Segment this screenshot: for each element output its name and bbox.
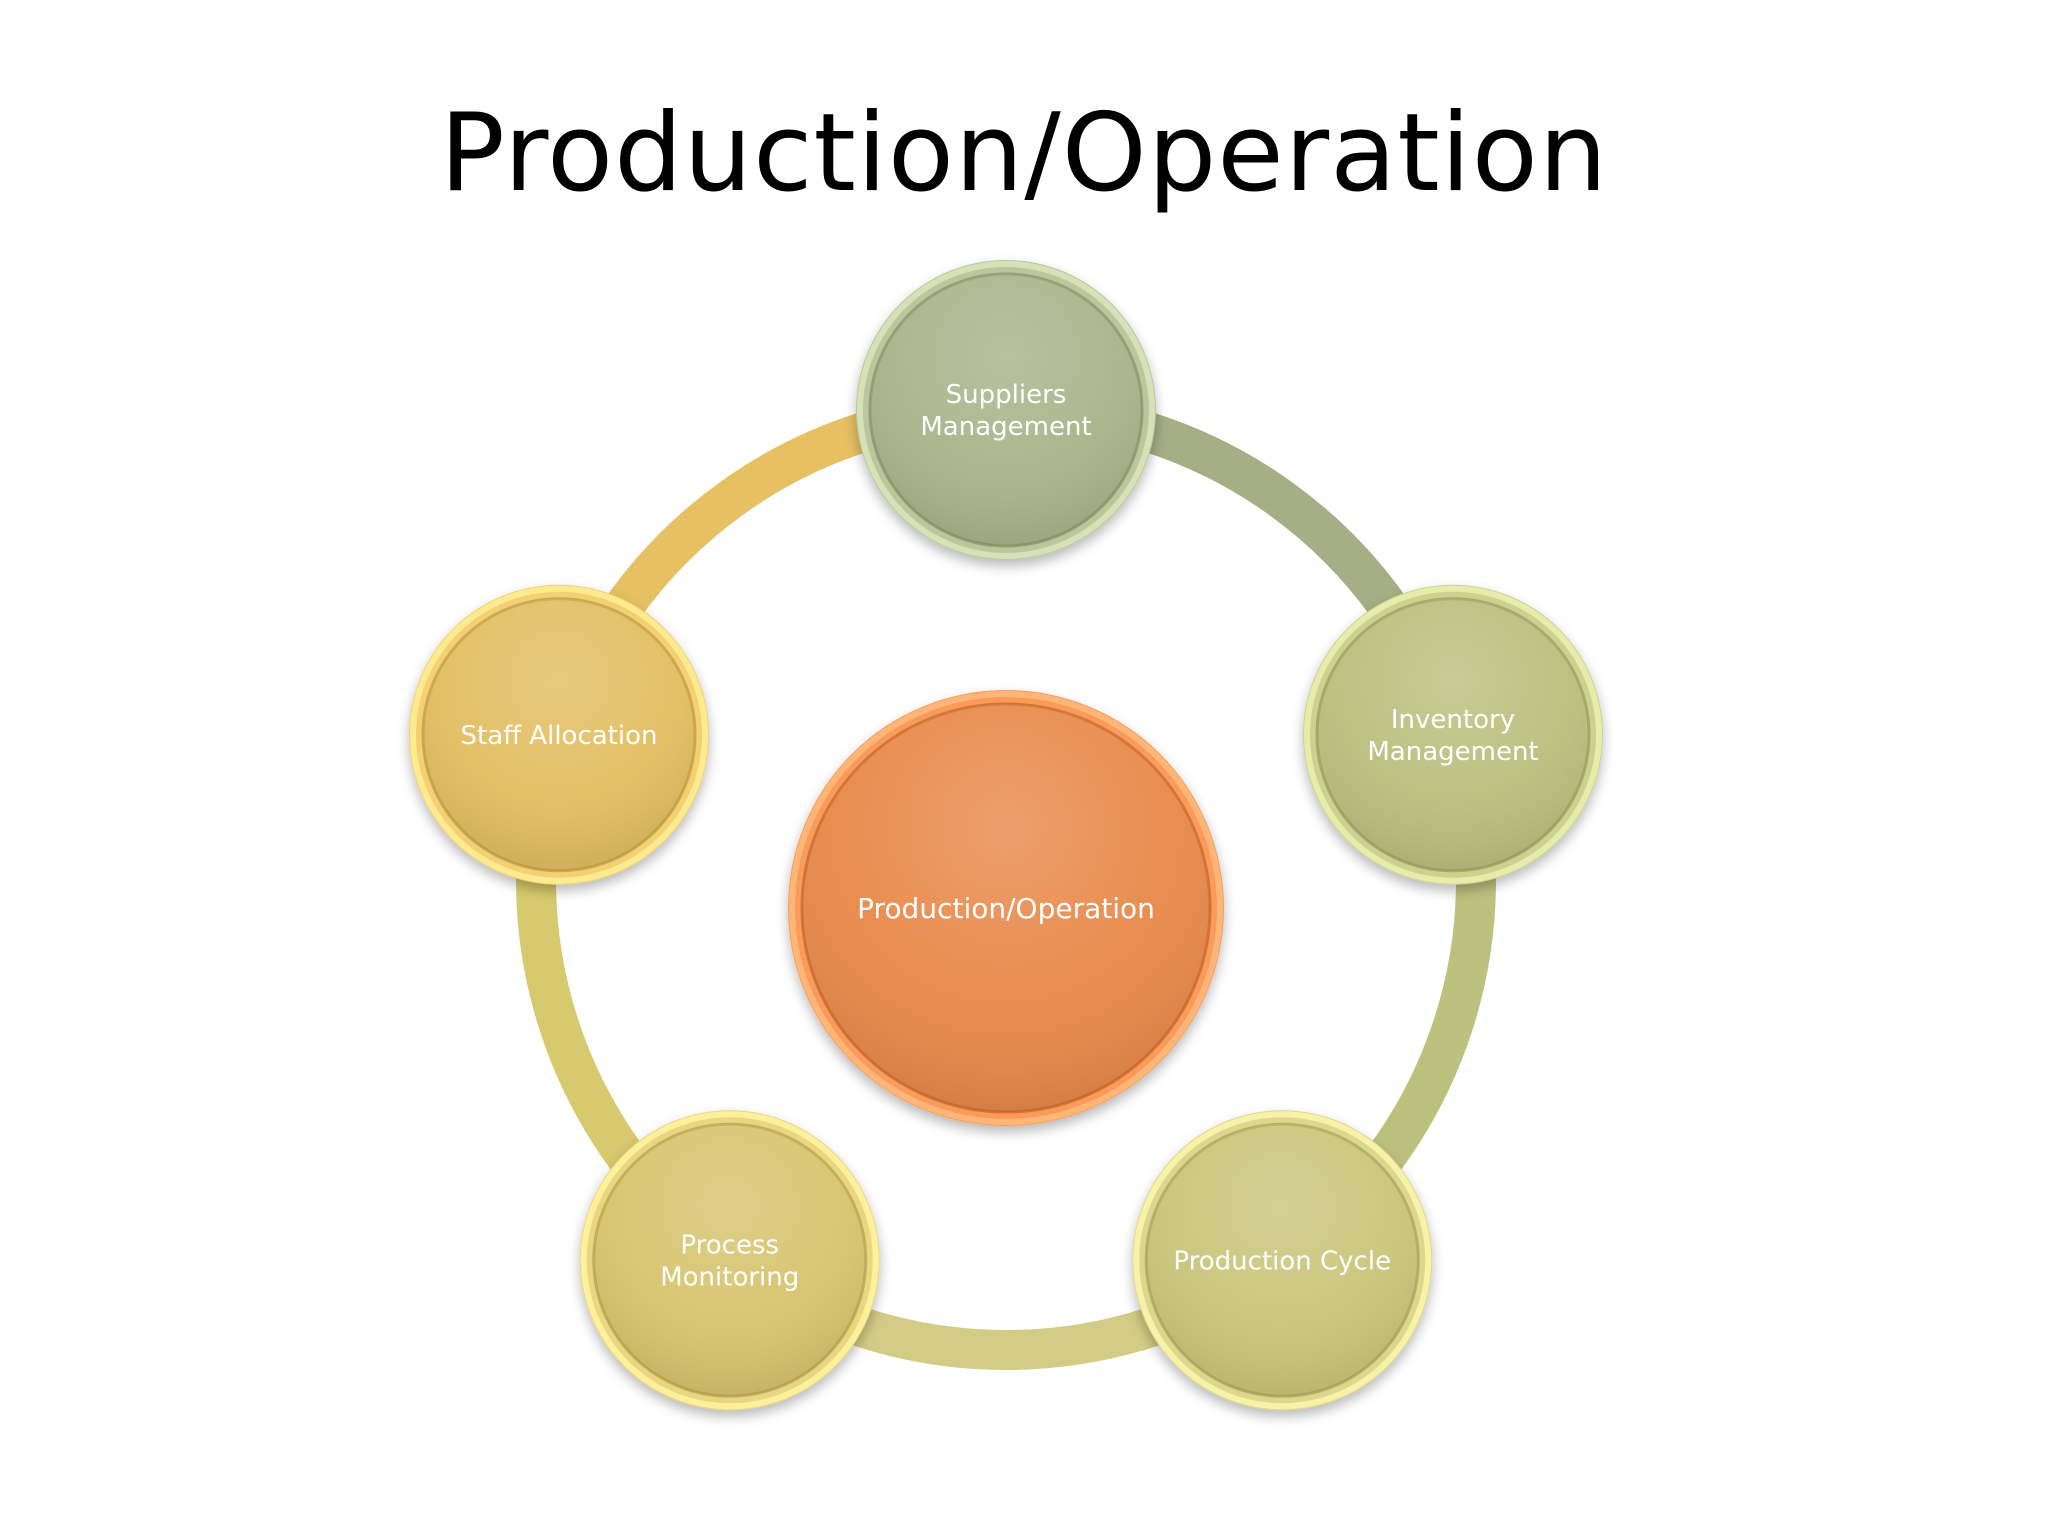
node-process-monitoring-gloss	[593, 1124, 866, 1397]
node-suppliers-gloss	[870, 274, 1142, 546]
node-inventory-label-line-2: Management	[1367, 737, 1538, 767]
node-inventory-gloss	[1316, 598, 1589, 871]
node-suppliers-label-line-1: Suppliers	[946, 380, 1067, 410]
node-inventory-label-line-1: Inventory	[1391, 705, 1515, 735]
node-staff-allocation-gloss	[423, 598, 696, 871]
node-production-cycle-rim-highlight	[1133, 1111, 1432, 1410]
node-process-monitoring-rim-highlight	[580, 1111, 879, 1410]
center-node: Production/Operation	[788, 690, 1224, 1126]
node-inventory-rim-highlight	[1303, 585, 1602, 884]
node-suppliers-label-line-2: Management	[920, 412, 1091, 442]
center-node-gloss	[802, 704, 1210, 1112]
node-staff-allocation-rim-highlight	[410, 585, 709, 884]
node-process-monitoring-label-line-2: Monitoring	[660, 1262, 799, 1292]
node-suppliers-rim-highlight	[857, 261, 1155, 559]
node-production-cycle-gloss	[1146, 1124, 1419, 1397]
cycle-nodes: SuppliersManagementInventoryManagementPr…	[409, 260, 1603, 1411]
slide-title: Production/Operation	[439, 91, 1609, 216]
node-staff-allocation-label-line-1: Staff Allocation	[461, 721, 658, 751]
node-production-cycle: Production Cycle	[1132, 1110, 1433, 1411]
node-staff-allocation: Staff Allocation	[409, 584, 710, 885]
center-node-label-line-1: Production/Operation	[857, 892, 1155, 925]
center-hub: Production/Operation	[788, 690, 1224, 1126]
node-process-monitoring-label-line-1: Process	[680, 1230, 779, 1260]
node-production-cycle-label-line-1: Production Cycle	[1173, 1246, 1391, 1276]
center-node-rim-highlight	[789, 691, 1223, 1125]
